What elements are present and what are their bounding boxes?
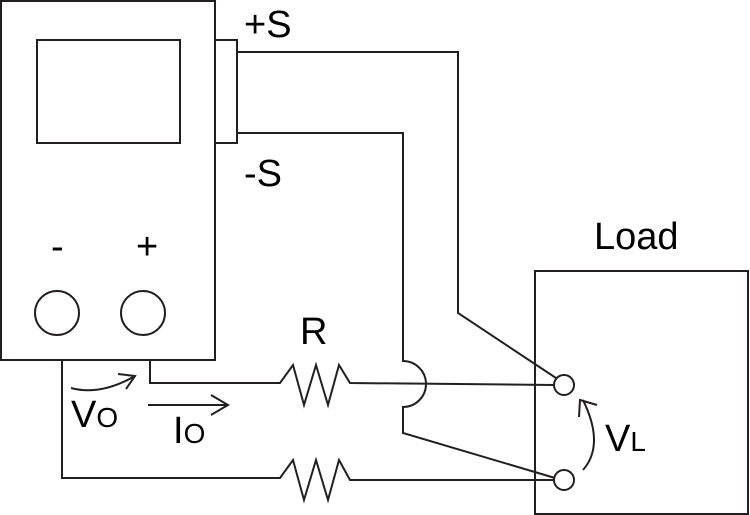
- plus-output-knob: [120, 290, 166, 336]
- io-arrow: [148, 394, 230, 416]
- load-box: [534, 270, 749, 515]
- sense-connector: [214, 39, 238, 144]
- plus-terminal-label: +: [136, 226, 159, 268]
- load-minus-terminal: [553, 469, 575, 491]
- io-label: IO: [173, 412, 205, 450]
- plus-sense-label: +S: [244, 4, 292, 46]
- resistor-label: R: [300, 311, 328, 353]
- vo-arrow: [70, 373, 137, 392]
- load-label: Load: [594, 216, 679, 258]
- plus-sense-wire: [237, 51, 557, 379]
- vl-arrow: [578, 398, 598, 471]
- vo-main: V: [71, 394, 97, 436]
- plus-load-wire: [149, 360, 555, 409]
- minus-sense-wire: [237, 132, 556, 479]
- minus-output-knob: [34, 290, 80, 336]
- vl-label: VL: [605, 420, 646, 458]
- vo-sub: O: [96, 402, 119, 433]
- load-plus-terminal: [553, 374, 575, 396]
- power-supply-display: [36, 39, 181, 144]
- minus-terminal-label: -: [51, 226, 64, 268]
- vl-sub: L: [630, 426, 646, 457]
- power-supply-body: [0, 0, 216, 361]
- io-main: I: [173, 410, 184, 452]
- vl-main: V: [605, 418, 631, 460]
- minus-sense-label: -S: [244, 153, 282, 195]
- vo-label: VO: [71, 396, 118, 434]
- minus-load-wire: [61, 360, 554, 504]
- io-sub: O: [183, 418, 206, 449]
